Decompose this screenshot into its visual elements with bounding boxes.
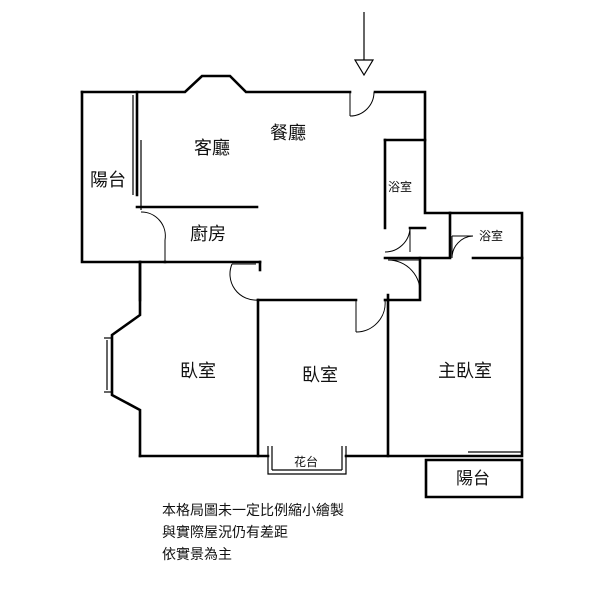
bay-window: [104, 337, 112, 393]
kitchen-label: 廚房: [190, 223, 226, 245]
disclaimer-note: 本格局圖未一定比例縮小繪製 與實際屋況仍有差距 依實景為主: [162, 500, 344, 566]
bedroom-2-label: 臥室: [302, 365, 338, 386]
flower-bed-label: 花台: [294, 454, 318, 469]
bedroom-1-label: 臥室: [180, 361, 216, 382]
dining-room-label: 餐廳: [270, 123, 306, 144]
balcony-left-label: 陽台: [90, 170, 126, 191]
balcony-bottom-label: 陽台: [456, 469, 490, 489]
flower-bed: [267, 446, 347, 475]
living-room-label: 客廳: [194, 138, 230, 159]
interior-walls: [132, 90, 524, 458]
bath-2-label: 浴室: [479, 228, 503, 243]
entrance-arrow-icon: [353, 12, 375, 77]
bath-1-label: 浴室: [388, 179, 412, 194]
disclaimer-line: 與實際屋況仍有差距: [162, 525, 288, 541]
master-bedroom-label: 主臥室: [438, 361, 492, 382]
doors: [140, 91, 474, 333]
disclaimer-line: 依實景為主: [162, 547, 232, 563]
disclaimer-line: 本格局圖未一定比例縮小繪製: [162, 503, 344, 519]
